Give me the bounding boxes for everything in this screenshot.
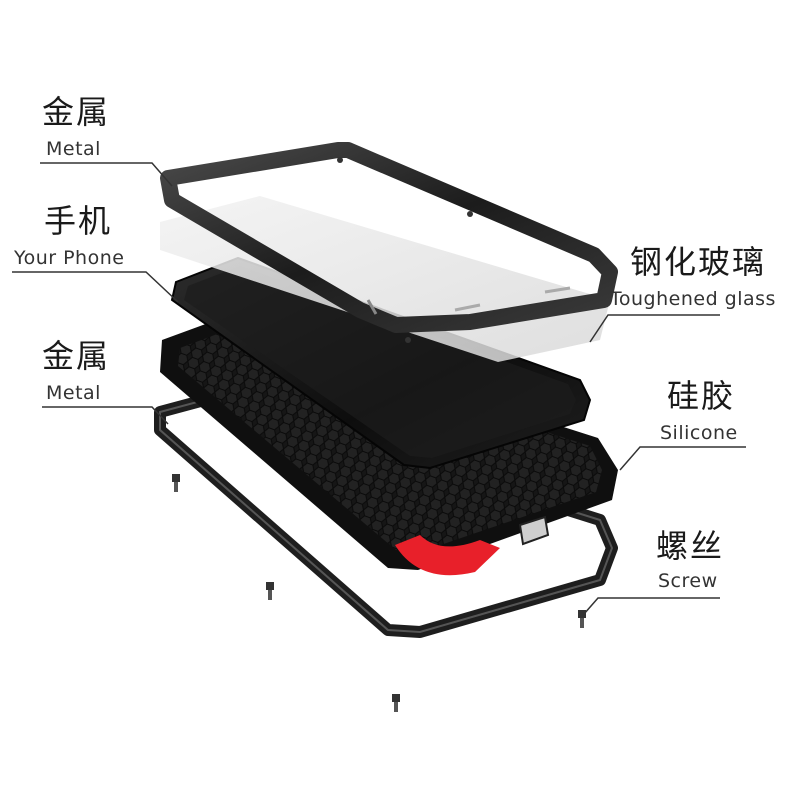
leader-screw (583, 597, 720, 615)
metal-bottom-label-zh: 金属 (42, 337, 111, 375)
metal-bottom-label-en: Metal (46, 382, 101, 404)
screw-label-en: Screw (658, 570, 718, 592)
phone-label-en: Your Phone (14, 247, 125, 269)
screw-1 (172, 474, 180, 492)
leader-metal-bottom (42, 406, 169, 425)
screw-2 (266, 582, 274, 600)
phone-label-zh: 手机 (44, 202, 113, 240)
screw-4 (392, 694, 400, 712)
screw-3 (578, 610, 586, 628)
top-metal-frame (160, 142, 618, 343)
screws (172, 474, 586, 712)
leader-glass (589, 314, 720, 343)
leader-lines (12, 162, 746, 615)
silicone-label-zh: 硅胶 (667, 377, 736, 415)
screw-label-zh: 螺丝 (656, 527, 725, 565)
silicone-label-en: Silicone (660, 422, 738, 444)
leader-silicone (619, 446, 746, 471)
metal-top-label-en: Metal (46, 138, 101, 160)
leader-metal-top (40, 162, 173, 187)
glass-label-en: Toughened glass (610, 288, 776, 310)
leader-phone (12, 271, 179, 303)
glass-label-zh: 钢化玻璃 (630, 243, 767, 281)
red-flap (395, 535, 500, 576)
metal-top-label-zh: 金属 (42, 93, 111, 131)
